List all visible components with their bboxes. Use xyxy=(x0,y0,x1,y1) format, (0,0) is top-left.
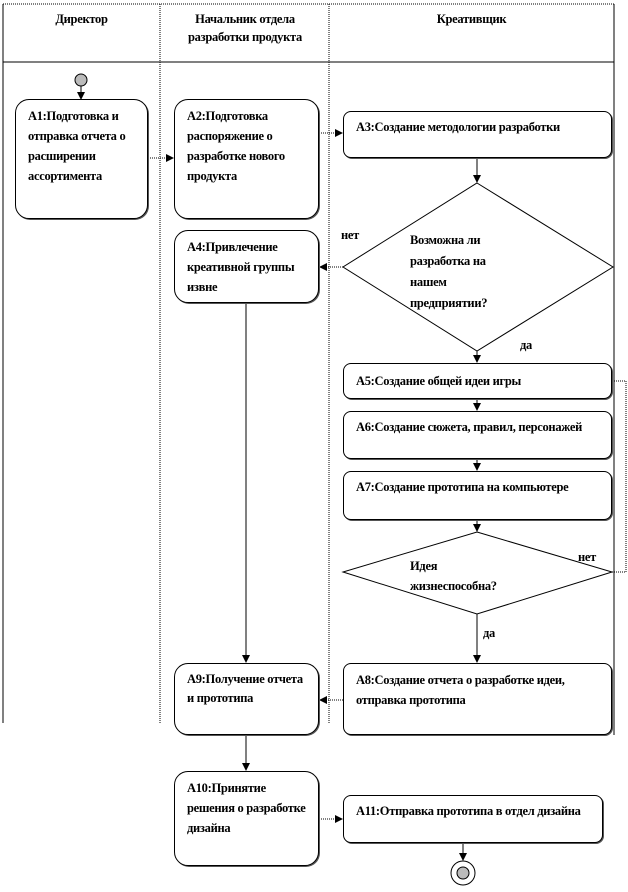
activity-a1: A1:Подготовка и отправка отчета о расшир… xyxy=(15,99,148,219)
guard-d2-no: нет xyxy=(578,550,596,564)
guard-d1-no: нет xyxy=(341,228,359,242)
activity-a2: A2:Подготовка распоряжение о разработке … xyxy=(174,99,319,219)
lane-header-product-head: Начальник отдела разработки продукта xyxy=(188,12,302,44)
activity-a5: A5:Создание общей идеи игры xyxy=(343,363,612,399)
activity-a9: A9:Получение отчета и прототипа xyxy=(174,663,319,735)
decision-viable xyxy=(341,531,614,615)
decision-viable-text: Идея жизнеспособна? xyxy=(410,559,497,593)
activity-a11: A11:Отправка прототипа в отдел дизайна xyxy=(343,795,603,843)
lane-header-director: Директор xyxy=(55,12,108,26)
end-node-inner xyxy=(456,866,470,880)
start-node xyxy=(74,73,88,87)
decision-feasible xyxy=(342,182,614,352)
activity-a8: A8:Создание отчета о разработке идеи, от… xyxy=(343,663,612,735)
activity-a10: A10:Принятие решения о разработке дизайн… xyxy=(174,771,319,866)
activity-a4: A4:Привлечение креативной группы извне xyxy=(174,230,319,303)
activity-a6: A6:Создание сюжета, правил, персонажей xyxy=(343,411,612,459)
activity-a7: A7:Создание прототипа на компьютере xyxy=(343,471,612,520)
guard-d1-yes: да xyxy=(520,338,532,352)
activity-a3: A3:Создание методологии разработки xyxy=(343,111,612,158)
swimlanes xyxy=(2,3,615,735)
decision-feasible-text: Возможна ли разработка на нашем предприя… xyxy=(410,233,488,310)
guard-d2-yes: да xyxy=(483,626,495,640)
lane-header-creative: Креативщик xyxy=(436,12,507,26)
